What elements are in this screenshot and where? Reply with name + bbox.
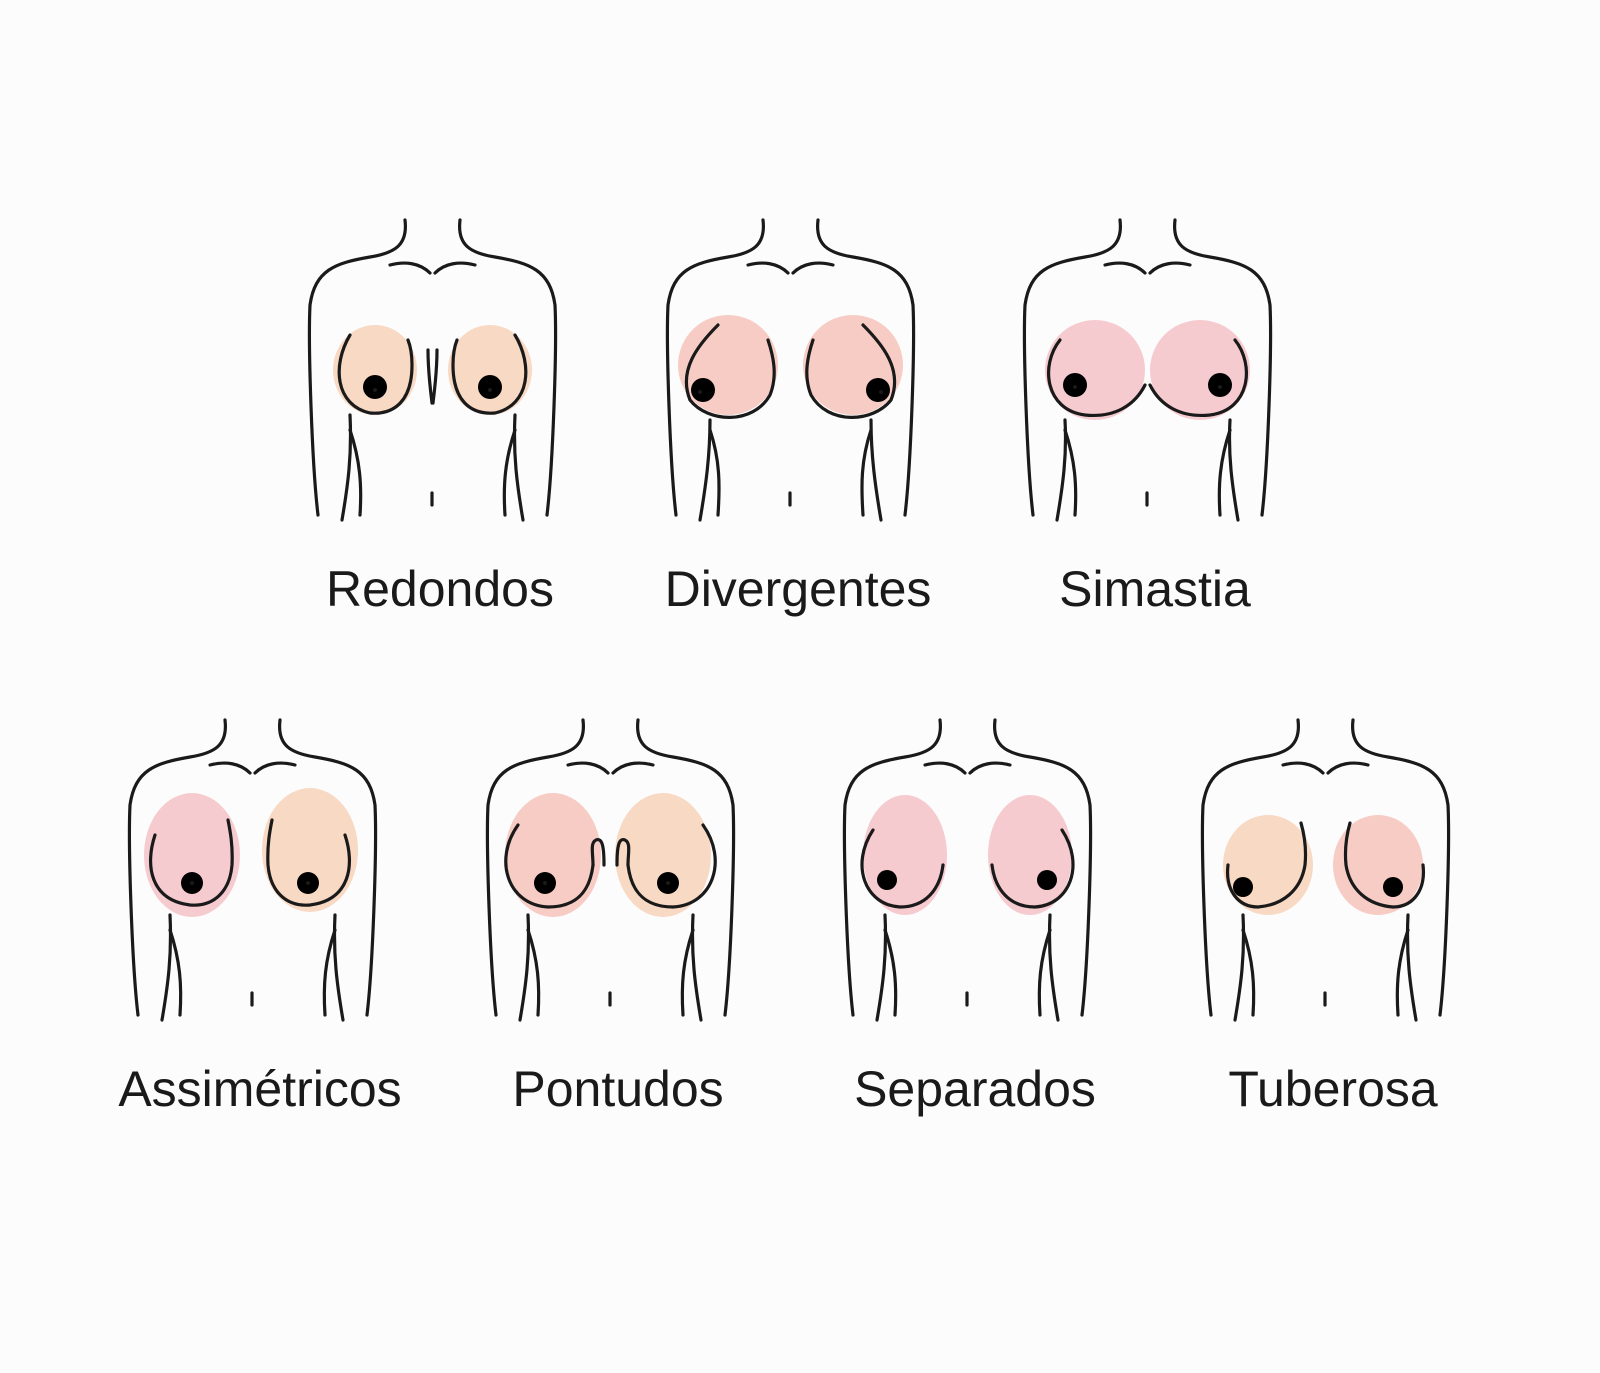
breast-fill-right bbox=[615, 793, 711, 917]
torso-illustration-tuberosa bbox=[1200, 718, 1451, 1022]
figure-label: Simastia bbox=[1059, 561, 1251, 617]
breast-fill-left bbox=[505, 793, 601, 917]
torso-illustration-pontudos bbox=[485, 718, 736, 1022]
breast-fill-left bbox=[678, 315, 778, 415]
figure-label: Redondos bbox=[326, 561, 554, 617]
torso-illustration-simastia bbox=[1022, 218, 1273, 522]
figure-separados: Separados bbox=[825, 715, 1125, 1135]
torso-illustration-divergentes bbox=[665, 218, 916, 522]
figure-label: Separados bbox=[854, 1061, 1096, 1117]
figure-label: Divergentes bbox=[664, 561, 932, 617]
nipple-dot-right bbox=[488, 388, 492, 392]
figure-label: Assimétricos bbox=[118, 1061, 402, 1117]
figure-simastia: Simastia bbox=[1005, 215, 1305, 635]
figure-divergentes: Divergentes bbox=[648, 215, 948, 635]
torso-illustration-separados bbox=[842, 718, 1093, 1022]
breast-fill-right bbox=[803, 315, 903, 415]
figure-label: Pontudos bbox=[512, 1061, 724, 1117]
figure-redondos: Redondos bbox=[290, 215, 590, 635]
figure-tuberosa: Tuberosa bbox=[1183, 715, 1483, 1135]
breast-fill-left bbox=[333, 325, 417, 415]
breast-fill-right bbox=[448, 325, 532, 415]
breast-fill-left bbox=[144, 793, 240, 917]
torso-illustration-assimetricos bbox=[127, 718, 378, 1022]
nipple-dot-left bbox=[373, 388, 377, 392]
figure-pontudos: Pontudos bbox=[468, 715, 768, 1135]
figure-assimetricos: Assimétricos bbox=[110, 715, 410, 1135]
figure-label: Tuberosa bbox=[1228, 1061, 1438, 1117]
torso-illustration-redondos bbox=[307, 218, 558, 522]
breast-fill-right bbox=[262, 788, 358, 912]
